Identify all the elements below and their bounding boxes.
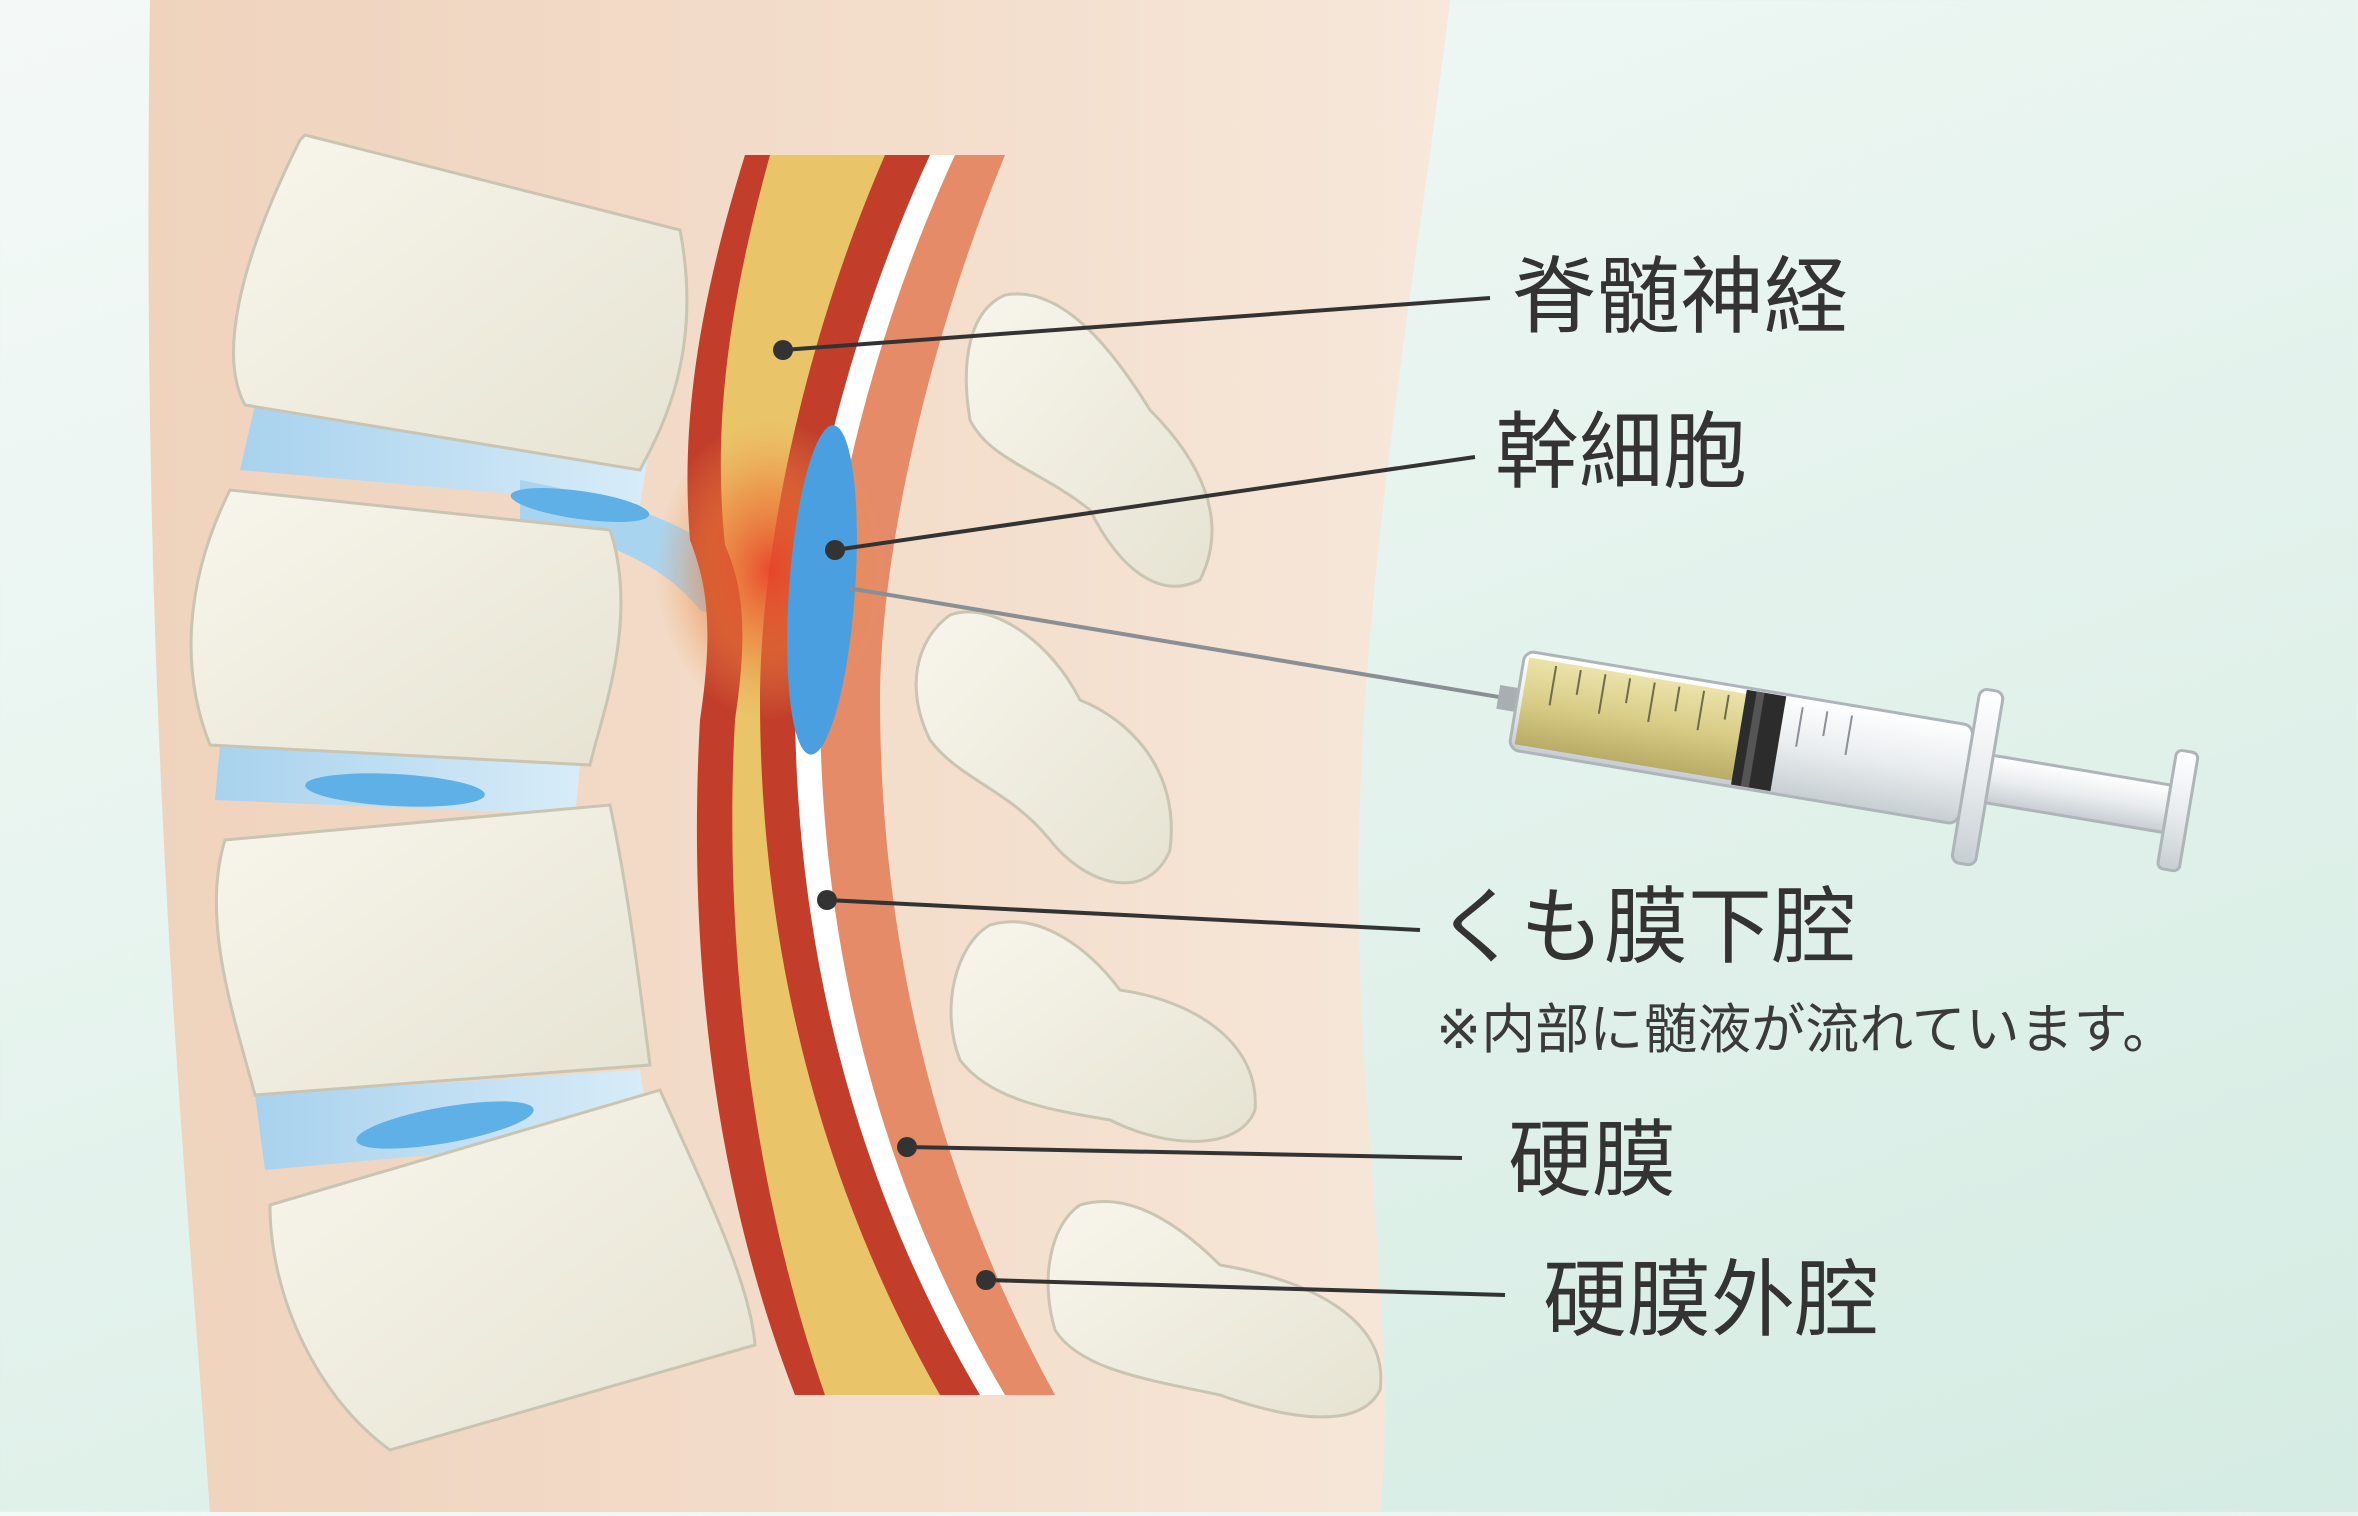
spinous-process-4 (1046, 1200, 1383, 1419)
leader-line-subarachnoid (826, 898, 1421, 932)
leader-line-dura (906, 1145, 1463, 1160)
leader-dot-stem-cells (825, 540, 845, 560)
label-dura-mater: 硬膜 (1508, 1111, 1677, 1209)
disc-nucleus-3 (356, 1101, 534, 1149)
disc-nucleus-2 (305, 773, 485, 807)
label-subarachnoid-space: くも膜下腔 (1436, 878, 1857, 976)
syringe-graduations (1548, 665, 1854, 756)
syringe-fluid (1514, 657, 1747, 781)
spinous-process-3 (949, 920, 1257, 1143)
leader-line-spinal-cord (782, 296, 1491, 352)
leader-dot-dura (897, 1137, 917, 1157)
vertebra-3 (214, 803, 652, 1097)
leader-dot-subarachnoid (817, 890, 837, 910)
spinous-processes (914, 292, 1383, 1419)
syringe-needle (848, 586, 1513, 702)
leader-dot-spinal-cord (773, 340, 793, 360)
label-spinal-cord: 脊髄神経 (1512, 248, 1849, 346)
leader-dot-epidural (976, 1270, 996, 1290)
syringe-thumb-rest (2156, 748, 2200, 873)
leader-line-epidural (985, 1278, 1506, 1297)
stem-cells (787, 425, 857, 755)
label-stem-cells: 幹細胞 (1495, 403, 1748, 501)
syringe-plunger-ring (1740, 691, 1765, 788)
vertebral-bodies (189, 133, 757, 1452)
leader-line-stem-cells (834, 455, 1476, 552)
label-epidural-space: 硬膜外腔 (1543, 1251, 1880, 1349)
spinous-process-2 (914, 610, 1173, 885)
syringe-icon (848, 586, 2200, 873)
disc-1 (240, 405, 650, 505)
disc-nucleus-1 (510, 488, 650, 522)
label-subarachnoid-note: ※内部に髄液が流れています。 (1436, 998, 2177, 1061)
vertebra-4 (268, 1088, 757, 1452)
spinal-canal (655, 155, 1055, 1395)
vertebra-2 (189, 488, 623, 767)
intervertebral-discs (215, 405, 729, 1170)
vertebra-1 (232, 133, 689, 472)
syringe-plunger-rod (1983, 753, 2173, 835)
leader-lines (773, 296, 1506, 1297)
spinous-process-1 (964, 292, 1214, 588)
